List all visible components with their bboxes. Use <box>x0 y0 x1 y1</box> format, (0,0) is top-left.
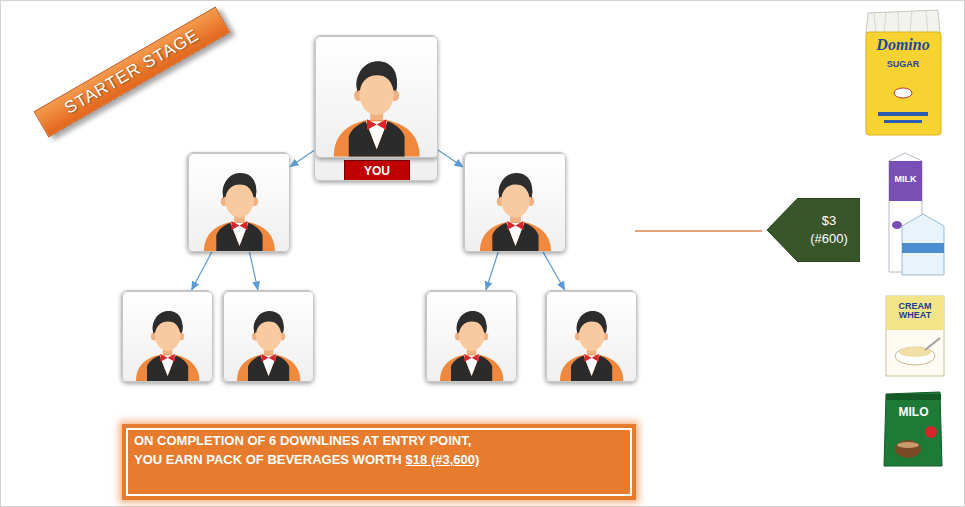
banner-text: STARTER STAGE <box>61 25 203 118</box>
leader-line <box>635 230 762 231</box>
sugar-bag <box>866 10 941 135</box>
product-label: CREAM WHEAT <box>886 302 944 321</box>
member-box <box>545 290 637 382</box>
person-icon <box>471 160 560 252</box>
member-card <box>223 291 314 382</box>
downline-arrow <box>250 252 258 290</box>
price-text: $3 (#600) <box>802 212 856 248</box>
member-card <box>426 291 517 382</box>
milo-pack <box>884 392 942 466</box>
reward-text: $18 (#3,600) <box>406 452 480 467</box>
person-icon <box>323 44 430 157</box>
panel-body: ON COMPLETION OF 6 DOWNLINES AT ENTRY PO… <box>122 424 636 478</box>
person-icon <box>432 297 511 382</box>
member-box <box>222 290 314 382</box>
person-icon <box>128 297 207 382</box>
member-box <box>187 152 290 252</box>
product-label: MILO <box>886 406 941 419</box>
downline-arrow <box>486 252 498 290</box>
product-label: Domino <box>865 37 941 54</box>
member-card <box>122 291 213 382</box>
reward-text: YOU EARN PACK OF BEVERAGES WORTH <box>134 452 402 467</box>
member-name: YOU <box>364 164 390 178</box>
member-box <box>121 290 213 382</box>
member-card <box>315 36 438 158</box>
member-card <box>188 153 290 252</box>
stage-banner: STARTER STAGE <box>34 7 231 138</box>
price-callout: $3 (#600) <box>767 198 860 262</box>
downline-arrow <box>290 150 314 166</box>
member-box: YOU <box>314 35 438 181</box>
callout-body: $3 (#600) <box>798 198 860 262</box>
member-card <box>546 291 637 382</box>
person-icon <box>229 297 308 382</box>
downline-arrow <box>543 252 565 290</box>
product-label: MILK <box>889 175 922 184</box>
product-label: SUGAR <box>865 60 941 69</box>
downline-arrow <box>438 150 463 167</box>
milk-cartons <box>889 153 944 275</box>
name-tag: YOU <box>344 160 410 181</box>
member-box <box>425 290 517 382</box>
person-icon <box>552 297 631 382</box>
callout-shape <box>767 198 860 262</box>
reward-box: ON COMPLETION OF 6 DOWNLINES AT ENTRY PO… <box>122 424 636 500</box>
member-box <box>463 152 566 252</box>
reward-text: ON COMPLETION OF 6 DOWNLINES AT ENTRY PO… <box>134 432 624 451</box>
cream-of-wheat-box <box>886 296 944 376</box>
downline-arrow <box>192 252 212 290</box>
person-icon <box>195 160 284 252</box>
member-card <box>464 153 566 252</box>
